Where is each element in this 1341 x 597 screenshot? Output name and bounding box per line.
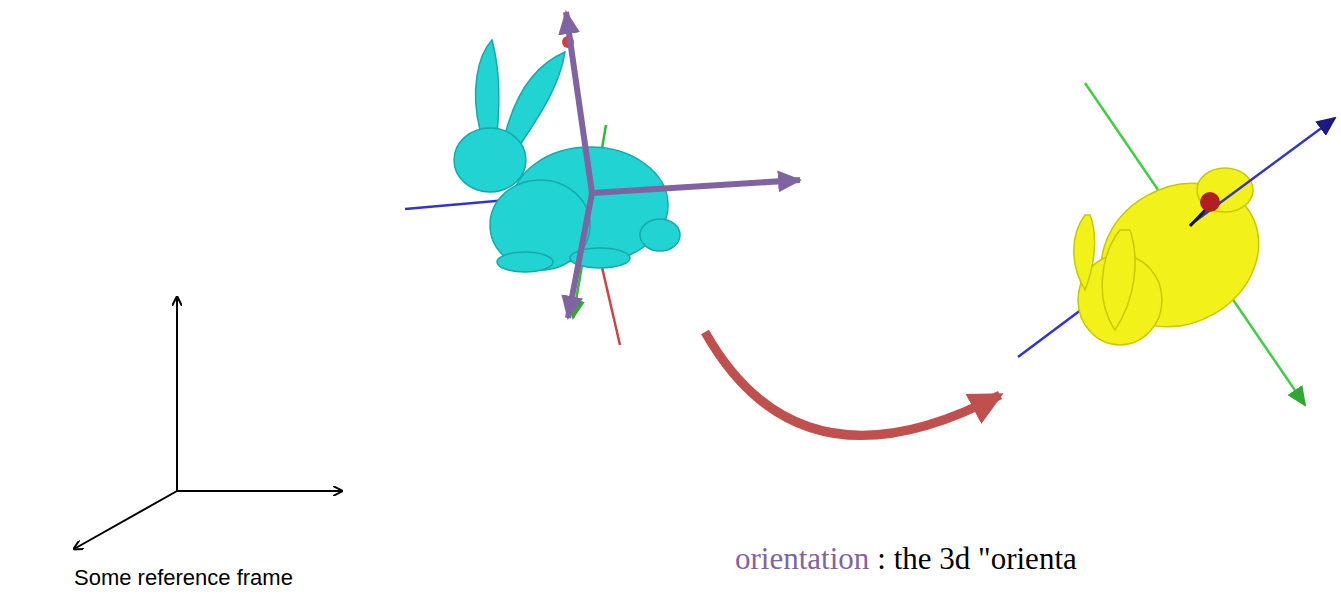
reference-frame [74, 297, 342, 549]
orientation-arrows [566, 12, 800, 318]
rotation-arrow [705, 332, 1000, 435]
yellow-bunny [1074, 155, 1285, 355]
axis-tip [1200, 192, 1220, 212]
frame-caption: Some reference frame [74, 565, 293, 591]
term: orientation [735, 541, 869, 577]
cyan-bunny [454, 40, 680, 272]
definition: : the 3d "orienta [877, 541, 1076, 577]
definition-line: orientation: the 3d "orienta [735, 541, 1077, 577]
axis-line [1190, 118, 1335, 225]
